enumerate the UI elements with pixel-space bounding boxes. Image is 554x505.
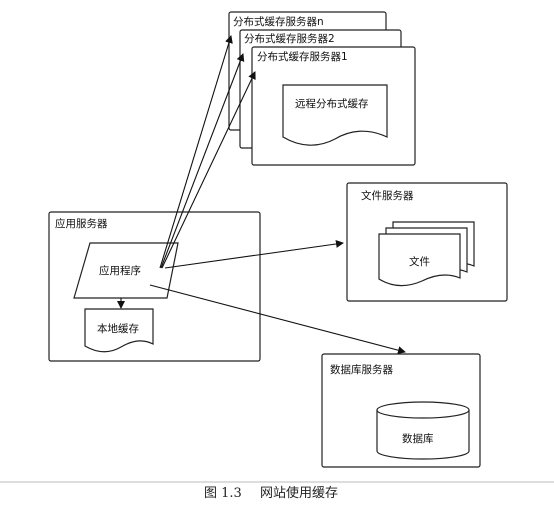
- app-server-title: 应用服务器: [55, 217, 108, 230]
- cache-server-stack: 分布式缓存服务器n 分布式缓存服务器2 分布式缓存服务器1 远程分布式缓存: [228, 11, 416, 166]
- file-doc-front: [378, 233, 461, 287]
- remote-cache-label: 远程分布式缓存: [295, 97, 369, 110]
- db-server-title: 数据库服务器: [330, 363, 393, 376]
- arrow-to-cache-n: [159, 35, 233, 269]
- file-server: 文件服务器 文件: [346, 182, 508, 302]
- figure-caption: 网站使用缓存: [260, 485, 338, 501]
- arrow-to-cache-2: [160, 53, 245, 269]
- arrow-to-file-server: [164, 240, 344, 269]
- remote-cache-document-shape: [282, 84, 388, 146]
- file-server-title: 文件服务器: [361, 189, 414, 202]
- db-cylinder-top: [376, 401, 470, 419]
- db-label: 数据库: [402, 432, 434, 445]
- db-server: 数据库服务器 数据库: [321, 353, 481, 468]
- file-label: 文件: [409, 255, 430, 268]
- cache-server-1-label: 分布式缓存服务器1: [257, 50, 348, 63]
- cache-server-n-label: 分布式缓存服务器n: [233, 15, 324, 28]
- arrows: [117, 35, 406, 355]
- db-cylinder-body: [376, 410, 470, 460]
- arrow-to-cache-1: [161, 71, 256, 269]
- app-program-label: 应用程序: [99, 264, 141, 277]
- local-cache-document-shape: [84, 308, 154, 353]
- arrow-to-db-server: [149, 284, 406, 355]
- app-program-shape: [73, 242, 179, 299]
- cache-server-2-label: 分布式缓存服务器2: [244, 32, 335, 45]
- figure-number: 图 1.3: [204, 486, 242, 501]
- local-cache-label: 本地缓存: [97, 322, 139, 335]
